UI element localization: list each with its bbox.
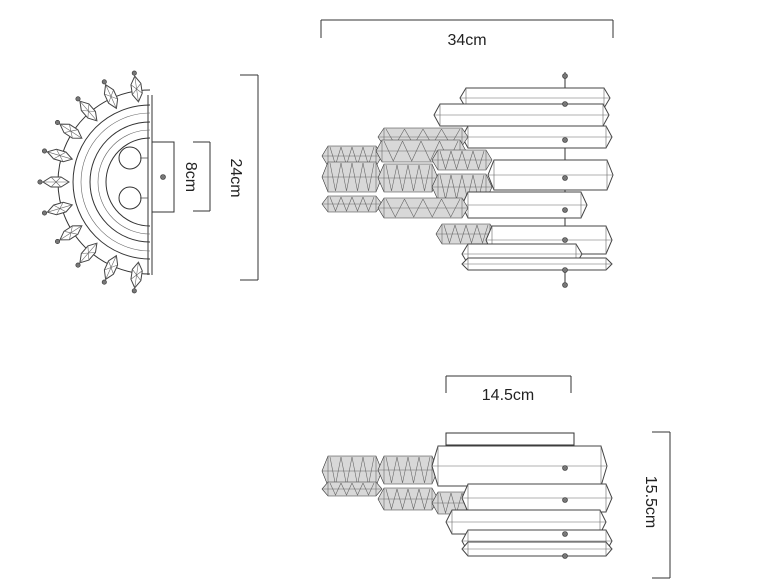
crystal-bead xyxy=(131,70,137,76)
crystal-bead xyxy=(37,179,43,185)
crystal-prism xyxy=(461,257,613,271)
crystal-prism xyxy=(461,541,613,557)
crystal-leaf xyxy=(46,201,74,216)
side-view xyxy=(37,70,175,294)
crystal-bead xyxy=(54,239,60,245)
crystal-prism xyxy=(321,455,383,487)
crystal-prism xyxy=(377,163,439,193)
crystal-prism xyxy=(487,159,614,191)
crystal-bead xyxy=(101,279,107,285)
crystal-prism xyxy=(431,149,493,171)
crystal-prism xyxy=(321,161,383,193)
crystal-bead xyxy=(131,288,137,294)
crystal-bead xyxy=(562,553,568,559)
crystal-leaf xyxy=(103,254,119,281)
crystal-bead xyxy=(562,207,568,213)
crystal-leaf xyxy=(42,176,70,188)
crystal-leaf xyxy=(103,83,119,110)
dimension-label-15-5cm: 15.5cm xyxy=(642,476,659,528)
crystal-prism xyxy=(431,445,608,487)
crystal-bead xyxy=(41,148,47,154)
crystal-bead xyxy=(562,267,568,273)
crystal-prism xyxy=(321,481,383,497)
crystal-bead xyxy=(562,465,568,471)
dimension-mount-plate: 8cm xyxy=(182,141,211,212)
dimension-label-14-5cm: 14.5cm xyxy=(482,387,534,404)
top-view xyxy=(321,432,613,559)
crystal-bead xyxy=(101,79,107,85)
crystal-bead xyxy=(562,531,568,537)
crystal-leaf xyxy=(79,100,98,122)
dimension-depth: 14.5cm xyxy=(445,375,572,404)
crystal-prism xyxy=(461,191,588,219)
crystal-bead xyxy=(562,101,568,107)
dimension-label-24cm: 24cm xyxy=(227,158,244,197)
crystal-leaf xyxy=(59,123,83,139)
dimension-label-8cm: 8cm xyxy=(182,162,199,192)
crystal-bead xyxy=(75,262,81,268)
crystal-leaf xyxy=(130,261,143,289)
crystal-leaf xyxy=(59,225,83,241)
crystal-bead xyxy=(562,137,568,143)
crystal-prism xyxy=(433,103,610,127)
crystal-bead xyxy=(562,175,568,181)
crystal-prism xyxy=(461,483,613,513)
dimension-label-34cm: 34cm xyxy=(447,32,486,49)
crystal-prism xyxy=(321,195,383,213)
crystal-prism xyxy=(377,197,469,219)
crystal-prism xyxy=(461,125,613,149)
crystal-bead xyxy=(54,120,60,126)
dimension-width-front: 34cm xyxy=(320,19,614,49)
crystal-bead xyxy=(562,73,568,79)
crystal-prism xyxy=(377,487,439,511)
crystal-leaf xyxy=(79,242,98,264)
crystal-bead xyxy=(75,96,81,102)
crystal-bead xyxy=(562,237,568,243)
dimension-height-front: 24cm xyxy=(227,74,259,281)
crystal-bead xyxy=(562,497,568,503)
dimension-height-side: 15.5cm xyxy=(642,431,671,579)
crystal-prism xyxy=(377,455,439,485)
front-view xyxy=(321,72,614,288)
crystal-bead xyxy=(562,282,568,288)
crystal-leaf xyxy=(46,148,74,163)
crystal-leaf xyxy=(130,75,143,103)
crystal-bead xyxy=(41,210,47,216)
